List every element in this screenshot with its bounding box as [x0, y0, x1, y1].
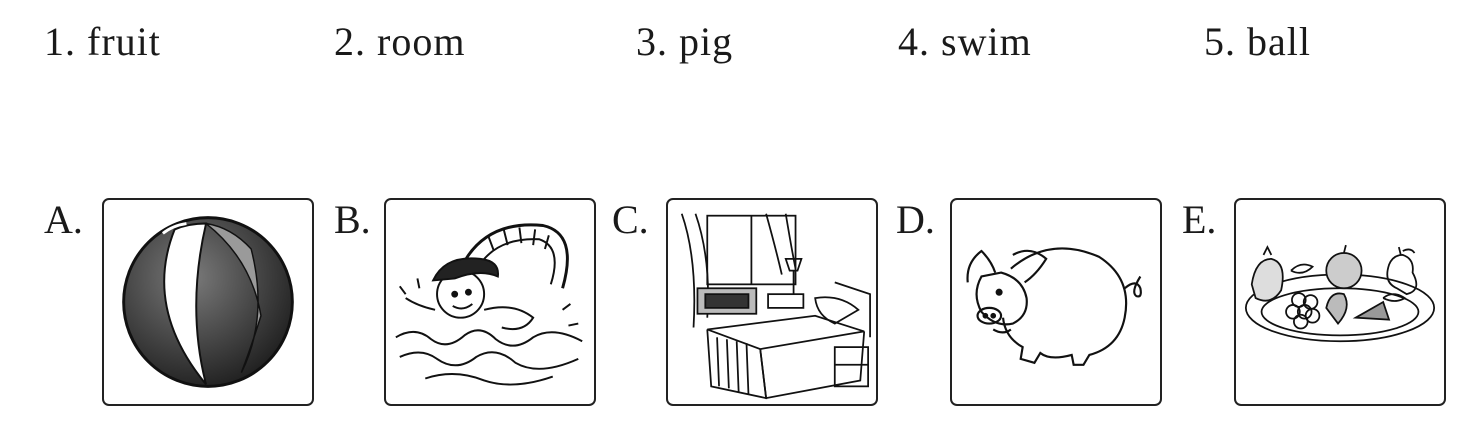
option-c-letter: C.: [612, 197, 649, 242]
word-4: 4. swim: [898, 19, 1032, 64]
option-b-picture: [384, 198, 596, 406]
option-a-picture: [102, 198, 314, 406]
option-a-letter: A.: [44, 197, 83, 242]
option-c-picture: [666, 198, 878, 406]
word-2: 2. room: [334, 19, 466, 64]
bedroom-icon: [680, 213, 871, 400]
word-5: 5. ball: [1204, 19, 1311, 64]
swimming-boy-icon: [395, 223, 583, 386]
option-b-letter: B.: [334, 197, 371, 242]
beach-ball-icon: [122, 216, 294, 388]
word-3: 3. pig: [636, 19, 734, 64]
word-1: 1. fruit: [44, 19, 161, 64]
option-d-letter: D.: [896, 197, 935, 242]
fruit-plate-icon: [1244, 244, 1436, 343]
option-e-letter: E.: [1182, 197, 1217, 242]
pig-icon: [966, 247, 1142, 366]
option-d-picture: [950, 198, 1162, 406]
option-e-picture: [1234, 198, 1446, 406]
